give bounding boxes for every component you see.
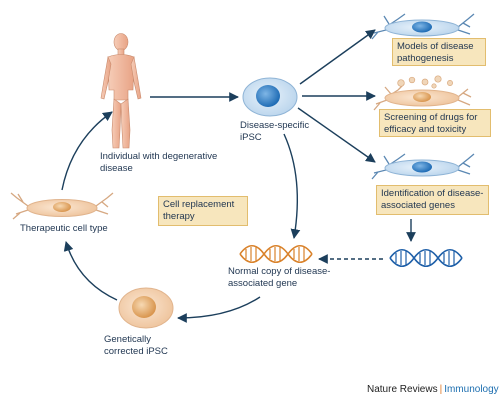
human-figure-icon [100,33,142,149]
box-screening-drugs: Screening of drugs for efficacy and toxi… [379,109,491,137]
therapeutic-cell-icon [10,192,114,220]
label-genetically-corrected-ipsc: Genetically corrected iPSC [104,334,168,357]
arrow-corrected-to-therapeutic [63,241,118,301]
ipsc-cell-icon [242,77,298,117]
box-identification-genes: Identification of disease-associated gen… [376,185,489,215]
journal-subject: Immunology [444,384,499,395]
neuron-cell-screening-icon [373,75,472,111]
corrected-ipsc-icon [118,287,174,329]
arrow-ipsc-to-models [299,29,376,85]
label-individual: Individual with degenerative disease [100,151,218,174]
journal-credit: Nature Reviews|Immunology [367,384,499,395]
box-cell-replacement-therapy: Cell replacement therapy [158,196,248,226]
arrow-gene-to-corrected [177,296,261,323]
dna-disease-icon [389,248,463,268]
box-models-of-disease: Models of disease pathogenesis [392,38,486,66]
neuron-cell-identification-icon [371,153,475,180]
arrow-ipsc-to-normal-gene [283,133,301,239]
footer-separator: | [439,384,443,395]
label-therapeutic-cell-type: Therapeutic cell type [20,223,108,234]
dna-normal-icon [239,244,313,264]
label-normal-copy-gene: Normal copy of disease-associated gene [228,266,331,289]
neuron-cell-models-icon [371,13,475,40]
arrow-therapeutic-to-individual [61,111,113,191]
journal-name: Nature Reviews [367,384,438,395]
label-disease-specific-ipsc: Disease-specific iPSC [240,120,310,143]
arrow-ipsc-to-identification [297,107,376,163]
